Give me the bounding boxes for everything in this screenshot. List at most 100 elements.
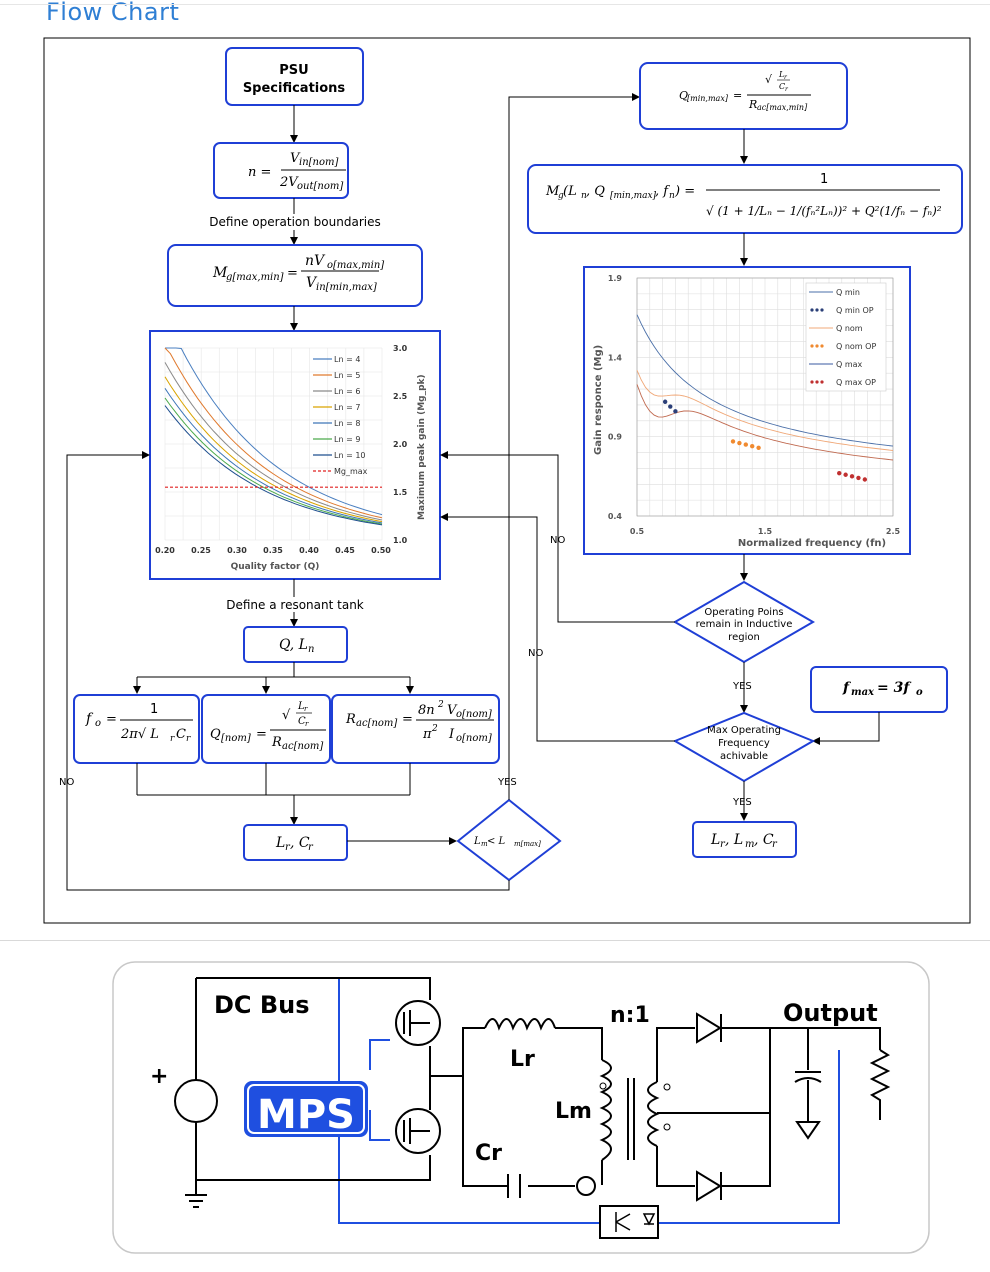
chart2-ytick: 0.9 (608, 433, 623, 442)
op-points-line3: region (728, 632, 760, 643)
chart1-ytick: 2.5 (393, 392, 408, 401)
yes-label-op: YES (732, 681, 752, 692)
max-freq-line2: Frequency (718, 738, 770, 749)
n-formula-box: n = V in[nom] 2V out[nom] (213, 142, 349, 199)
lr-cr-sub2: r (308, 842, 314, 853)
lr-cr-sub1: r (285, 842, 291, 853)
final-box: L r , L m , C r (692, 821, 797, 858)
chart2-xtick: 0.5 (630, 527, 645, 536)
qnom-fn: L (297, 701, 305, 712)
chart2-legend-swatch (815, 380, 819, 384)
chart1-xtick: 0.25 (191, 546, 211, 555)
fmax-box: f max = 3f o (810, 666, 948, 713)
q-ln-sub: n (308, 644, 314, 655)
chart1-series-line (164, 362, 383, 521)
chart2-legend-swatch (810, 380, 814, 384)
chart1-ylabel: Maximum peak gain (Mg_pk) (417, 374, 427, 520)
chart2-legend-swatch (810, 308, 814, 312)
fmax-rhs: = 3f (877, 680, 912, 696)
qnom-sqrt: √ (282, 708, 291, 723)
chart2-legend-label: Q min OP (836, 306, 874, 315)
qnom-fd: C (298, 716, 306, 727)
turns-ratio-label: n:1 (610, 1003, 650, 1028)
final-sub3: r (772, 839, 778, 850)
op-points-diamond: Operating Poins remain in Inductive regi… (673, 580, 815, 664)
chart1-series-line (164, 397, 383, 525)
chart1-xtick: 0.50 (371, 546, 391, 555)
define-tank-label: Define a resonant tank (226, 598, 364, 612)
final-mid1: , L (725, 832, 743, 848)
q-eq: = (733, 89, 742, 102)
qnom-lhs: Q (210, 727, 221, 742)
chart2-xtick: 1.5 (758, 527, 773, 536)
lm-check-mid: < L (487, 836, 506, 847)
n-num: V (290, 151, 301, 166)
final-sub1: r (720, 839, 726, 850)
gain-lhs-sub: g (558, 191, 564, 201)
rac-den2: I (448, 727, 455, 742)
fo-den2-sub: r (186, 734, 191, 744)
fo-formula-box: f o = 1 2π√ L r C r (73, 694, 200, 764)
chart2-legend-label: Q max OP (836, 378, 876, 387)
rac-den2-sub: o[nom] (456, 733, 492, 744)
yes-label-freq: YES (732, 797, 752, 808)
mg-formula-box: M g[max,min] = nV o[max,min] V in[min,ma… (167, 244, 423, 307)
max-freq-line1: Max Operating (707, 725, 781, 736)
q-frac-den-sub: r (785, 86, 789, 93)
llc-schematic: DC Bus Output n:1 Lr Lm Cr + (112, 961, 930, 1254)
chart1-ytick: 1.0 (393, 536, 408, 545)
chart2-legend-swatch (815, 308, 819, 312)
output-label: Output (783, 999, 878, 1027)
chart1-xtick: 0.30 (227, 546, 247, 555)
chart1-xtick: 0.20 (155, 546, 175, 555)
rac-den-sup: 2 (431, 724, 438, 734)
chart2-legend-label: Q nom (836, 324, 863, 333)
chart2-legend-swatch (820, 308, 824, 312)
q-ln-box: Q, L n (243, 626, 348, 663)
no-label-op: NO (550, 535, 565, 546)
chart2-legend-label: Q min (836, 288, 860, 297)
chart2-op-point (662, 399, 668, 404)
n-den-sub: out[nom] (297, 181, 343, 192)
q-sqrt: √ (765, 73, 773, 86)
chart2-op-point (673, 409, 678, 414)
chart2-legend-box (805, 282, 887, 392)
plus-label: + (150, 1064, 168, 1089)
chart2-op-point (756, 445, 761, 450)
q-frac-num: L (778, 70, 784, 79)
chart1-legend-label: Ln = 10 (334, 451, 366, 460)
define-boundaries-label: Define operation boundaries (209, 215, 380, 229)
gain-args2-sub: [min,max] (610, 191, 657, 201)
qnom-lhs-sub: [nom] (221, 733, 251, 744)
qnom-fd-sub: r (305, 720, 309, 728)
chart2-ytick: 0.4 (608, 512, 623, 521)
chart1-legend-label: Ln = 9 (334, 435, 360, 444)
chart2-op-point (743, 442, 748, 447)
gain-args4: ) = (674, 184, 695, 199)
chart2-legend-swatch (820, 380, 824, 384)
lm-check-l: L (473, 836, 481, 847)
psu-subtitle: Specifications (243, 81, 346, 96)
chart2-series-line (636, 314, 894, 447)
max-freq-line3: achivable (720, 751, 768, 762)
lm-check-sub2: m[max] (514, 840, 541, 848)
chart1-ytick: 3.0 (393, 344, 408, 353)
psu-title: PSU (279, 63, 308, 78)
mg-eq: = (287, 266, 298, 281)
rac-eq: = (402, 712, 413, 727)
chart2-op-point (849, 474, 855, 479)
gain-args2: , Q (586, 184, 605, 199)
chart2-op-point (843, 472, 848, 477)
q-ln-text: Q, L (279, 637, 308, 653)
chart1-ytick: 1.5 (393, 488, 408, 497)
fo-den2: C (176, 727, 186, 742)
chart2-ytick: 1.4 (608, 353, 623, 362)
gain-den: √ (1 + 1/Lₙ − 1/(fₙ²Lₙ))² + Q²(1/fₙ − fₙ… (706, 204, 942, 218)
lr-cr-mid: , C (290, 835, 310, 851)
flowchart-frame (43, 37, 971, 924)
chart2-ytick: 1.9 (608, 274, 623, 283)
fo-num: 1 (150, 702, 158, 717)
chart1-xtick: 0.35 (263, 546, 283, 555)
gain-args-sub: n (581, 191, 587, 201)
